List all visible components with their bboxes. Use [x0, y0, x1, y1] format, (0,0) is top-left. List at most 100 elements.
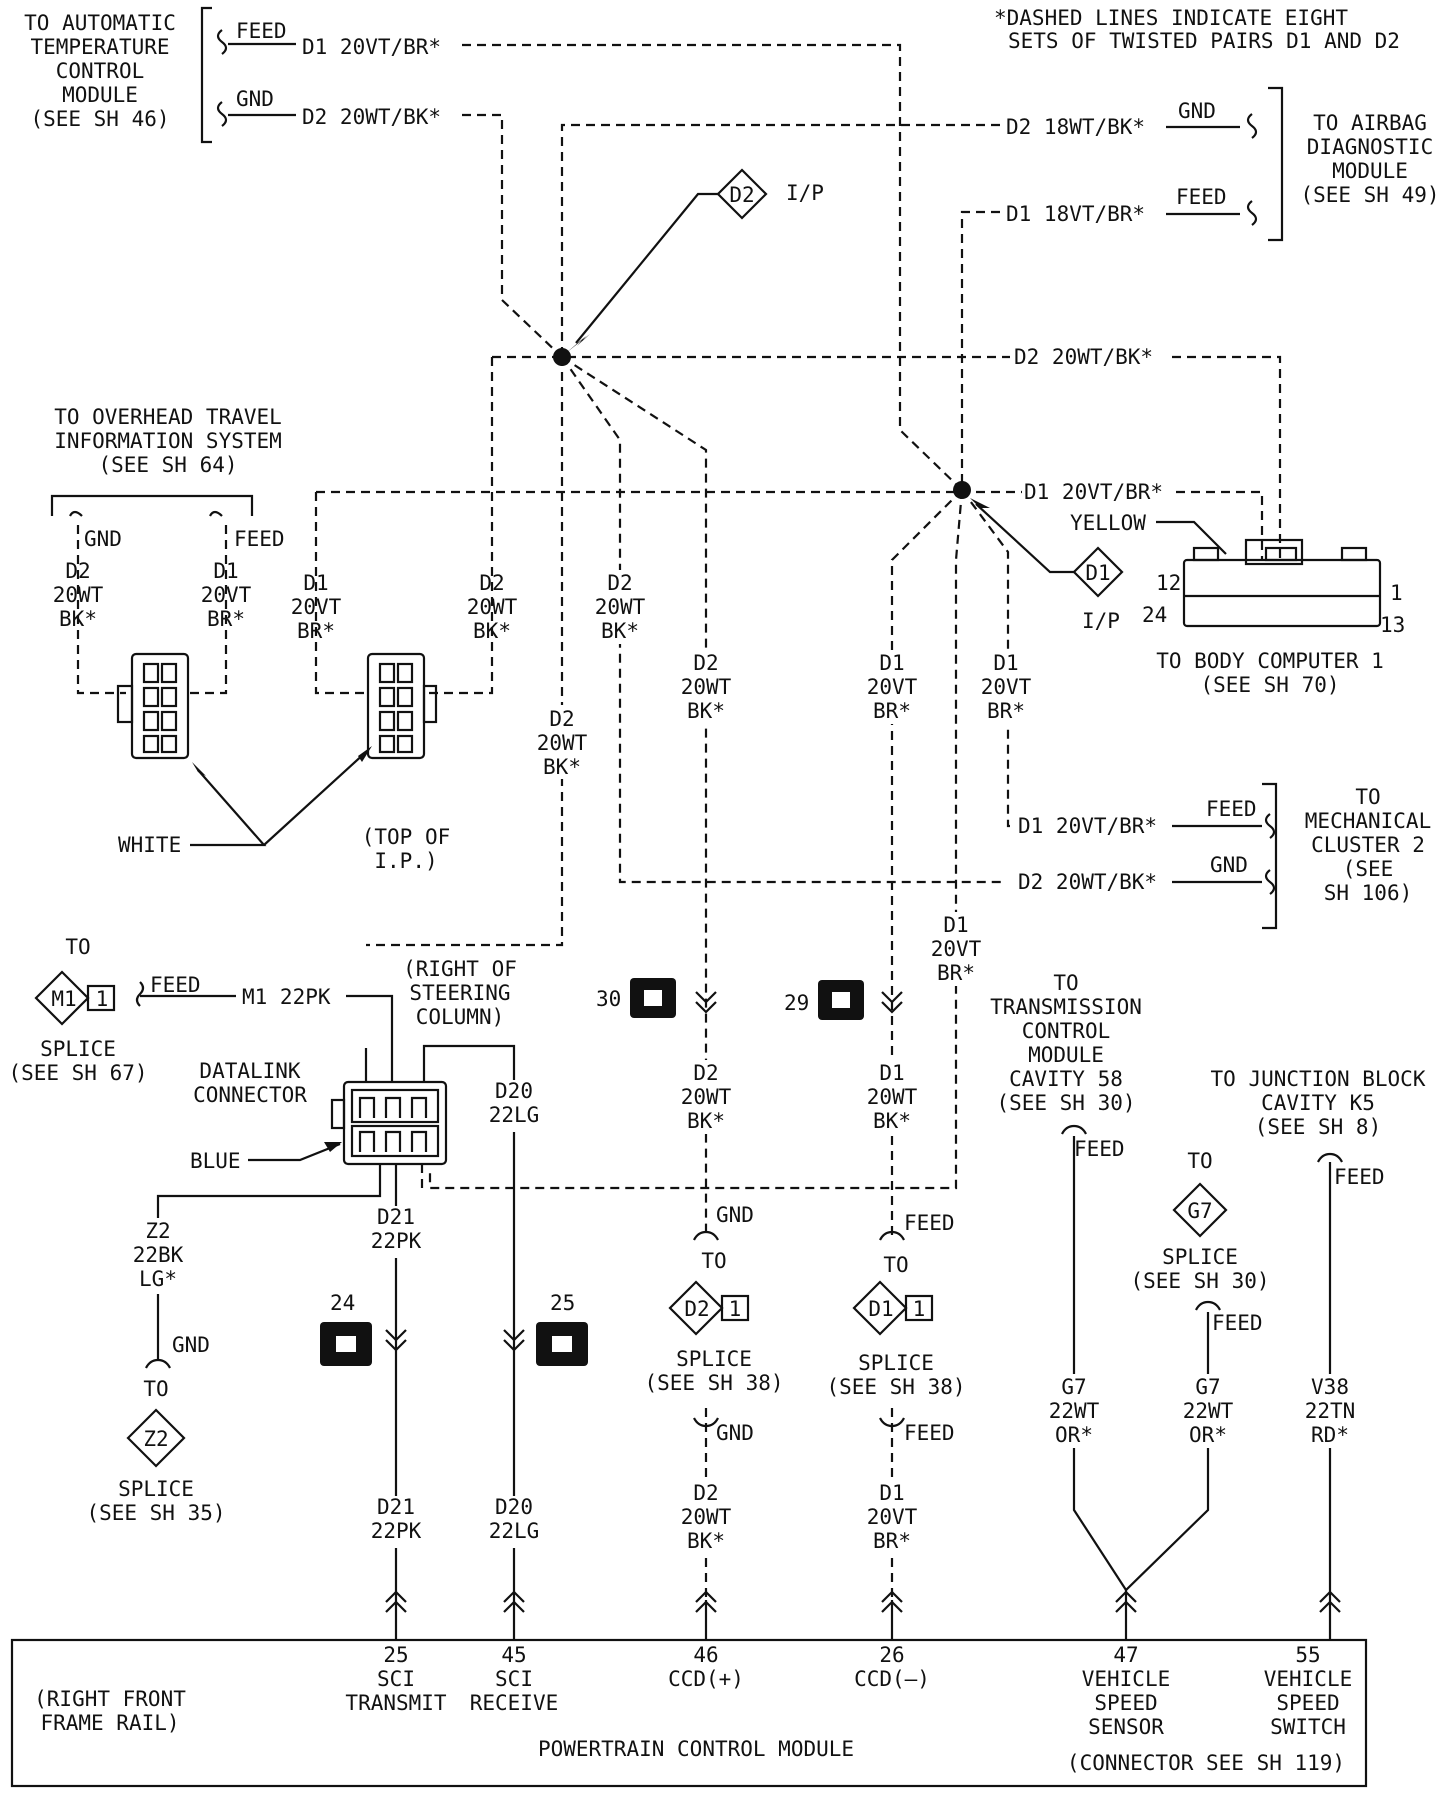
- bottom-g7a-3: OR*: [1055, 1423, 1093, 1447]
- d1-splice-pin: 1: [913, 1297, 926, 1321]
- atc-feed-label: FEED: [236, 19, 287, 43]
- splice-d1-ip: D1 I/P: [970, 498, 1124, 633]
- splice-d1-label: D1: [1085, 561, 1110, 585]
- center-e-1: D1: [993, 651, 1018, 675]
- pcm-pin-55-line-1: VEHICLE: [1264, 1667, 1353, 1691]
- splice-point-d2: [553, 348, 571, 366]
- g7-splice-2: (SEE SH 30): [1130, 1269, 1269, 1293]
- jb-title-2: CAVITY K5: [1261, 1091, 1375, 1115]
- bottom-g7b-3: OR*: [1189, 1423, 1227, 1447]
- center-a-3: BK*: [601, 619, 639, 643]
- pcm-pin-26-line-1: CCD(–): [854, 1667, 930, 1691]
- center-e-3: BR*: [987, 699, 1025, 723]
- atc-title-1: TO AUTOMATIC: [24, 11, 176, 35]
- cluster-wire-d2: D2 20WT/BK*: [1018, 870, 1157, 894]
- connector-29-label: 29: [784, 991, 809, 1015]
- z2-wire-2: 22BK: [133, 1243, 184, 1267]
- m1-splice-2: (SEE SH 67): [8, 1061, 147, 1085]
- cluster-gnd-label: GND: [1210, 853, 1248, 877]
- center-a-2: 20WT: [595, 595, 646, 619]
- tcm-title-5: CAVITY 58: [1009, 1067, 1123, 1091]
- center-f-1: D1: [943, 913, 968, 937]
- bottom-g7a-1: G7: [1061, 1375, 1086, 1399]
- d2-splice-label: D2: [684, 1297, 709, 1321]
- right-of-2: STEERING: [409, 981, 510, 1005]
- bottom-d1-3: BR*: [873, 1529, 911, 1553]
- bottom-g7a-2: 22WT: [1049, 1399, 1100, 1423]
- z2-to: TO: [143, 1377, 168, 1401]
- splice-d2-label: D2: [729, 183, 754, 207]
- pcm-pin-47-line-2: SPEED: [1094, 1691, 1157, 1715]
- z2-wire-3: LG*: [139, 1267, 177, 1291]
- pcm-pin-26-num: 26: [879, 1643, 904, 1667]
- cluster-title-5: SH 106): [1324, 881, 1413, 905]
- cluster-title-2: MECHANICAL: [1305, 809, 1431, 833]
- airbag-feed-terminal: [1246, 200, 1258, 226]
- center-d-1: D1: [879, 651, 904, 675]
- m1-to: TO: [65, 935, 90, 959]
- center-d-2: 20VT: [867, 675, 918, 699]
- d2-splice-gnd: GND: [716, 1203, 754, 1227]
- d2-splice-gnd2: GND: [716, 1421, 754, 1445]
- splice-d1-location: I/P: [1082, 609, 1120, 633]
- overhead-gnd-label: GND: [84, 527, 122, 551]
- cluster-block: D1 20VT/BR* D2 20WT/BK* FEED GND TO MECH…: [1010, 782, 1431, 930]
- d1-splice-feed: FEED: [904, 1211, 955, 1235]
- m1-feed-label: FEED: [150, 973, 201, 997]
- z2-label: Z2: [143, 1427, 168, 1451]
- connector-24-label: 24: [330, 1291, 355, 1315]
- atc-gnd-terminal: [216, 101, 228, 127]
- mid-left-3: BK*: [687, 1109, 725, 1133]
- airbag-title-2: DIAGNOSTIC: [1307, 135, 1433, 159]
- d2-splice-pin: 1: [729, 1297, 742, 1321]
- tcm-title-1: TO: [1053, 971, 1078, 995]
- splice-d2-location: I/P: [786, 181, 824, 205]
- atc-title-2: TEMPERATURE: [30, 35, 169, 59]
- d1-splice-38: FEED TO D1 1 SPLICE (SEE SH 38) FEED: [826, 1211, 965, 1445]
- white-label: WHITE: [118, 833, 181, 857]
- d1-splice-to: TO: [883, 1253, 908, 1277]
- atc-bracket: [200, 6, 212, 144]
- junction-block: TO JUNCTION BLOCK CAVITY K5 (SEE SH 8) F…: [1211, 1067, 1426, 1189]
- body-computer-pin-1: 1: [1390, 581, 1403, 605]
- d2-splice-text-1: SPLICE: [676, 1347, 752, 1371]
- d21-upper-2: 22PK: [371, 1229, 422, 1253]
- pcm-pin-45-line-2: RECEIVE: [470, 1691, 559, 1715]
- pcm-chevrons: [385, 1590, 1341, 1640]
- cluster-title-3: CLUSTER 2: [1311, 833, 1425, 857]
- overhead-title-3: (SEE SH 64): [98, 453, 237, 477]
- datalink-name-1: DATALINK: [199, 1059, 301, 1083]
- z2-wire-1: Z2: [145, 1219, 170, 1243]
- center-c-3: BK*: [687, 699, 725, 723]
- bottom-v38-2: 22TN: [1305, 1399, 1356, 1423]
- d21-upper-1: D21: [377, 1205, 415, 1229]
- mid-left-2: 20WT: [681, 1085, 732, 1109]
- conn2-left-wire-3: BR*: [297, 619, 335, 643]
- bottom-d21-1: D21: [377, 1495, 415, 1519]
- z2-splice-2: (SEE SH 35): [86, 1501, 225, 1525]
- d1-splice-text-2: (SEE SH 38): [826, 1375, 965, 1399]
- pcm-pin-55-line-3: SWITCH: [1270, 1715, 1346, 1739]
- atc-title-3: CONTROL: [56, 59, 145, 83]
- g7-to: TO: [1187, 1149, 1212, 1173]
- airbag-bracket: [1268, 86, 1284, 242]
- blue-label: BLUE: [190, 1149, 241, 1173]
- yellow-label: YELLOW: [1070, 511, 1146, 535]
- atc-title-5: (SEE SH 46): [30, 107, 169, 131]
- bottom-wire-labels: D21 22PK D20 22LG D2 20WT BK* D1 20VT BR…: [366, 1374, 1364, 1554]
- cluster-wire-d1: D1 20VT/BR*: [1018, 814, 1157, 838]
- center-d-3: BR*: [873, 699, 911, 723]
- bottom-d20-1: D20: [495, 1495, 533, 1519]
- cluster-title-1: TO: [1355, 785, 1380, 809]
- conn2-left-wire-2: 20VT: [291, 595, 342, 619]
- bottom-d21-2: 22PK: [371, 1519, 422, 1543]
- pcm-pin-55-line-2: SPEED: [1276, 1691, 1339, 1715]
- body-computer-connector: YELLOW 12 24 1 13 TO BODY COMPUTER 1 (SE…: [1070, 511, 1405, 697]
- pcm-name: POWERTRAIN CONTROL MODULE: [538, 1737, 854, 1761]
- conn2-left-wire-1: D1: [303, 571, 328, 595]
- pcm-location-2: FRAME RAIL): [40, 1711, 179, 1735]
- mid-right-2: 20WT: [867, 1085, 918, 1109]
- datalink-name-2: CONNECTOR: [193, 1083, 307, 1107]
- jb-feed-label: FEED: [1334, 1165, 1385, 1189]
- pcm-location-1: (RIGHT FRONT: [34, 1687, 186, 1711]
